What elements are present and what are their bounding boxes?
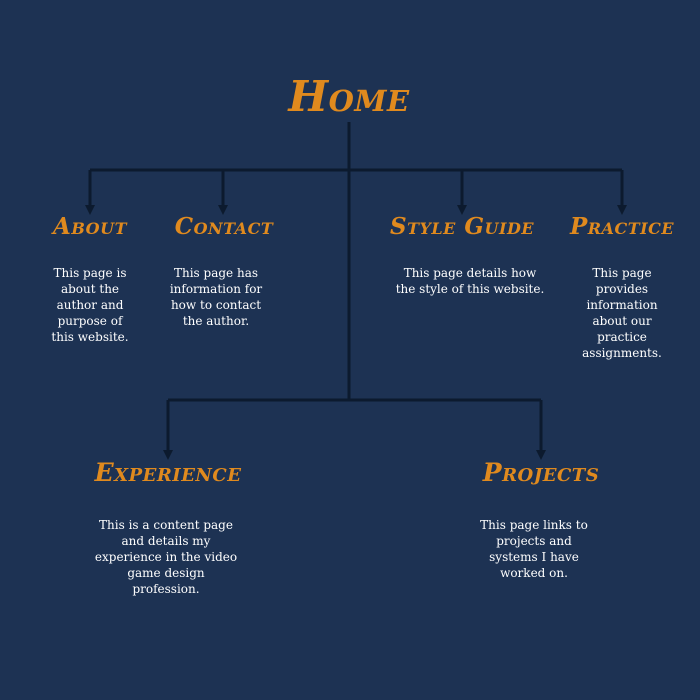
contact-description: This page has information for how to con… [169,266,263,328]
home-title[interactable]: Home [288,72,410,121]
about-title[interactable]: About [53,213,127,240]
contact-title[interactable]: Contact [174,213,274,240]
practice-title[interactable]: Practice [569,213,675,240]
style-guide-title[interactable]: Style Guide [389,213,535,240]
projects-title[interactable]: Projects [482,458,600,487]
experience-title[interactable]: Experience [94,458,242,487]
style-guide-description: This page details how the style of this … [395,266,545,296]
about-description: This page is about the author and purpos… [51,266,129,344]
practice-description: This page provides information about our… [582,266,662,360]
experience-description: This is a content page and details my ex… [94,518,238,596]
projects-description: This page links to projects and systems … [480,518,588,580]
